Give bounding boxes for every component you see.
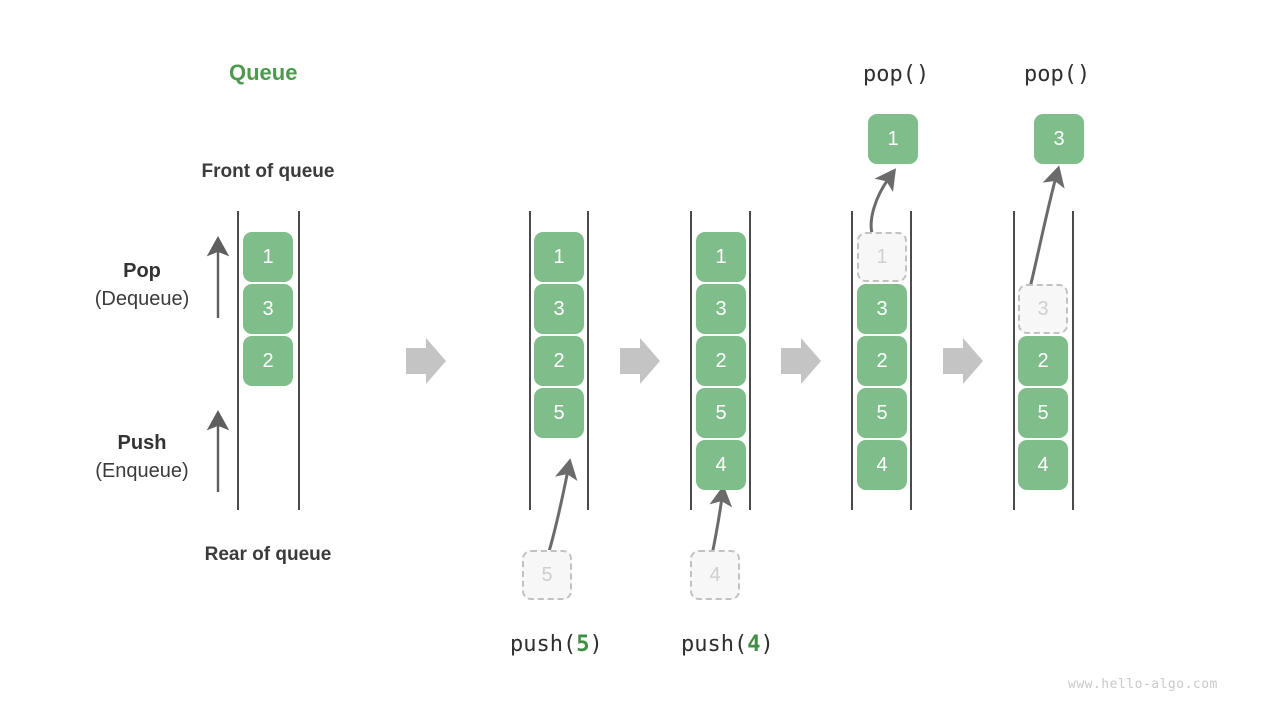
queue-rail-left — [529, 211, 531, 510]
queue-cell: 2 — [243, 336, 293, 386]
queue-cell: 3 — [857, 284, 907, 334]
push-4-caption: push(4) — [681, 632, 774, 657]
queue-cell: 3 — [696, 284, 746, 334]
push-caption-arg: 5 — [576, 632, 590, 657]
queue-cell: 5 — [1018, 388, 1068, 438]
queue-rail-left — [1013, 211, 1015, 510]
queue-cell: 1 — [534, 232, 584, 282]
rear-of-queue-label: Rear of queue — [204, 544, 332, 565]
push-label: Push — [117, 432, 167, 454]
queue-rail-left — [851, 211, 853, 510]
transition-arrow-1 — [406, 338, 446, 384]
queue-cell: 5 — [857, 388, 907, 438]
push-5-caption: push(5) — [510, 632, 603, 657]
push-curve-arrow-5 — [546, 458, 578, 556]
push-caption-prefix: push( — [681, 632, 748, 657]
transition-arrow-3 — [781, 338, 821, 384]
pop-curve-arrow-3 — [1027, 165, 1065, 293]
push-caption-suffix: ) — [760, 632, 774, 657]
popped-value-box: 3 — [1034, 114, 1084, 164]
page-title: Queue — [229, 60, 298, 85]
queue-cell: 2 — [534, 336, 584, 386]
pop-curve-arrow-1 — [869, 168, 897, 241]
queue-cell: 4 — [857, 440, 907, 490]
queue-cell: 5 — [696, 388, 746, 438]
front-of-queue-label: Front of queue — [201, 161, 335, 182]
queue-cell: 2 — [1018, 336, 1068, 386]
queue-rail-right — [587, 211, 589, 510]
popped-value-box: 1 — [868, 114, 918, 164]
pop-label: Pop — [123, 260, 161, 282]
queue-rail-right — [749, 211, 751, 510]
queue-rail-right — [910, 211, 912, 510]
queue-rail-left — [690, 211, 692, 510]
queue-cell-new: 5 — [534, 388, 584, 438]
pop-operation-label: pop() — [863, 62, 930, 87]
queue-rail-right — [1072, 211, 1074, 510]
push-caption-prefix: push( — [510, 632, 577, 657]
push-source-box: 4 — [690, 550, 740, 600]
queue-cell: 3 — [243, 284, 293, 334]
transition-arrow-2 — [620, 338, 660, 384]
queue-rail-left — [237, 211, 239, 510]
popped-slot-ghost: 3 — [1018, 284, 1068, 334]
push-caption-arg: 4 — [747, 632, 761, 657]
transition-arrow-4 — [943, 338, 983, 384]
pop-label-group: Pop (Dequeue) — [42, 258, 242, 314]
queue-cell-new: 4 — [696, 440, 746, 490]
queue-cell: 1 — [696, 232, 746, 282]
site-watermark: www.hello-algo.com — [1068, 677, 1218, 692]
push-source-box: 5 — [522, 550, 572, 600]
dequeue-label: (Dequeue) — [94, 288, 190, 310]
pop-operation-label: pop() — [1024, 62, 1091, 87]
queue-cell: 2 — [857, 336, 907, 386]
queue-cell: 4 — [1018, 440, 1068, 490]
queue-cell: 3 — [534, 284, 584, 334]
push-label-group: Push (Enqueue) — [42, 430, 242, 486]
queue-cell: 2 — [696, 336, 746, 386]
push-curve-arrow-4 — [709, 485, 733, 556]
push-caption-suffix: ) — [589, 632, 603, 657]
enqueue-label: (Enqueue) — [95, 460, 189, 482]
popped-slot-ghost: 1 — [857, 232, 907, 282]
queue-cell: 1 — [243, 232, 293, 282]
queue-rail-right — [298, 211, 300, 510]
